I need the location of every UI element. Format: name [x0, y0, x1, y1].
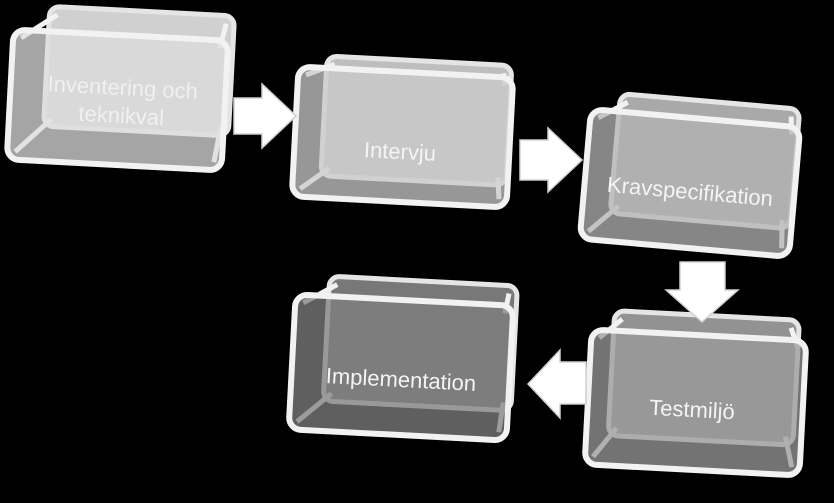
arrow-down-3	[664, 261, 740, 324]
arrow-right-2	[519, 126, 584, 194]
step-box-kravspecifikation	[577, 91, 803, 259]
step-box-testmiljo	[582, 308, 809, 478]
step-box-inventering	[4, 4, 237, 173]
step-box-implementation	[286, 274, 520, 444]
arrow-left-4	[526, 348, 587, 420]
step-box-intervju	[289, 53, 516, 210]
arrow-right-1	[233, 82, 298, 150]
